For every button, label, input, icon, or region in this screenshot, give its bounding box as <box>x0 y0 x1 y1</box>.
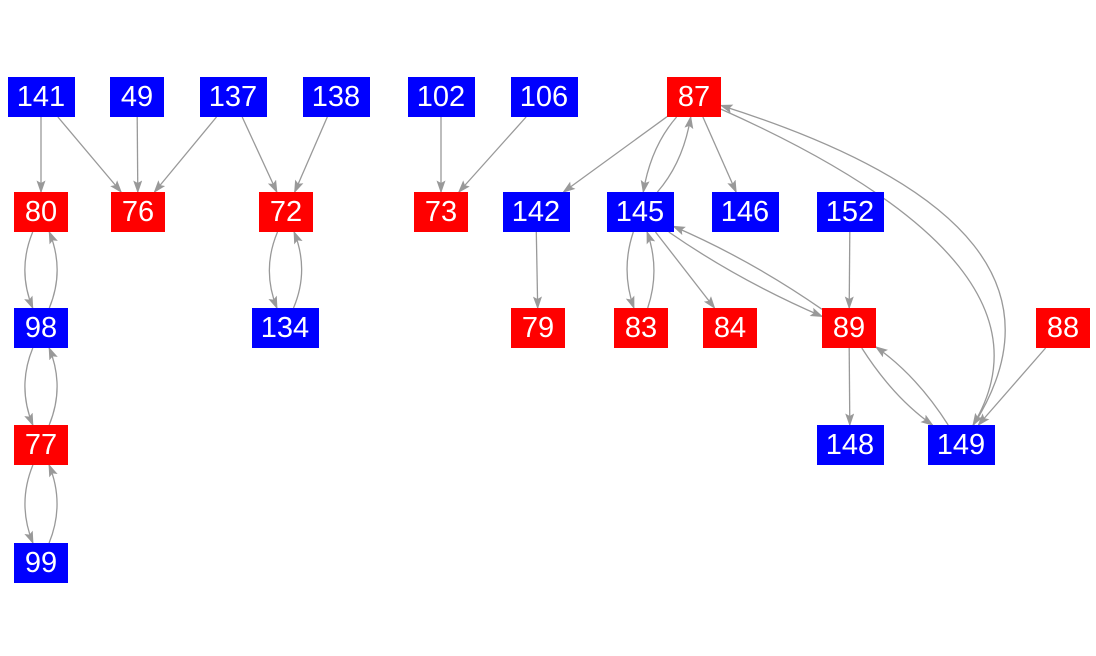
graph-node-102: 102 <box>407 77 475 117</box>
graph-node-134: 134 <box>251 308 319 348</box>
edge-77-98 <box>48 346 58 426</box>
graph-node-80: 80 <box>14 192 68 232</box>
edge-134-72 <box>292 230 303 309</box>
edge-137-72 <box>241 116 278 194</box>
graph-node-88: 88 <box>1036 308 1090 348</box>
edge-138-72 <box>294 116 328 194</box>
graph-node-141: 141 <box>7 77 75 117</box>
edge-99-77 <box>48 463 58 544</box>
edge-145-83 <box>625 231 635 310</box>
edge-152-89 <box>844 231 854 310</box>
edge-87-145 <box>640 116 678 194</box>
graph-node-77: 77 <box>14 425 68 465</box>
edge-141-76 <box>57 116 123 194</box>
edge-group <box>24 104 1047 545</box>
edge-87-142 <box>562 116 668 193</box>
edge-145-84 <box>654 231 716 310</box>
edge-137-76 <box>153 116 218 194</box>
edge-106-73 <box>457 116 527 194</box>
edge-77-99 <box>24 464 34 545</box>
edge-83-145 <box>646 230 656 309</box>
edge-87-149 <box>720 108 995 427</box>
graph-node-49: 49 <box>110 77 164 117</box>
graph-node-142: 142 <box>502 192 570 232</box>
edge-98-77 <box>24 347 34 427</box>
graph-node-149: 149 <box>927 425 995 465</box>
graph-node-72: 72 <box>259 192 313 232</box>
edge-145-89 <box>668 231 824 317</box>
graph-node-152: 152 <box>816 192 884 232</box>
graph-node-145: 145 <box>606 192 674 232</box>
edge-89-145 <box>672 225 823 310</box>
edge-49-76 <box>133 116 143 194</box>
graph-node-89: 89 <box>822 308 876 348</box>
edge-88-149 <box>977 347 1047 427</box>
graph-node-148: 148 <box>816 425 884 465</box>
edge-142-79 <box>532 231 542 310</box>
graph-node-137: 137 <box>199 77 267 117</box>
graph-node-106: 106 <box>510 77 578 117</box>
edge-89-148 <box>845 347 855 427</box>
graph-node-87: 87 <box>667 77 721 117</box>
edge-87-146 <box>702 116 737 194</box>
edge-149-89 <box>874 346 949 426</box>
graph-node-83: 83 <box>614 308 668 348</box>
graph-node-138: 138 <box>302 77 370 117</box>
graph-node-76: 76 <box>111 192 165 232</box>
edge-149-87 <box>719 104 1006 426</box>
edge-72-134 <box>268 231 279 310</box>
graph-node-84: 84 <box>703 308 757 348</box>
edge-145-87 <box>656 115 694 193</box>
edge-98-80 <box>48 230 58 309</box>
graph-node-73: 73 <box>414 192 468 232</box>
graph-node-98: 98 <box>14 308 68 348</box>
graph-node-79: 79 <box>511 308 565 348</box>
edge-89-149 <box>861 347 934 426</box>
edge-80-98 <box>24 231 34 310</box>
graph-node-99: 99 <box>14 543 68 583</box>
graph-node-146: 146 <box>711 192 779 232</box>
